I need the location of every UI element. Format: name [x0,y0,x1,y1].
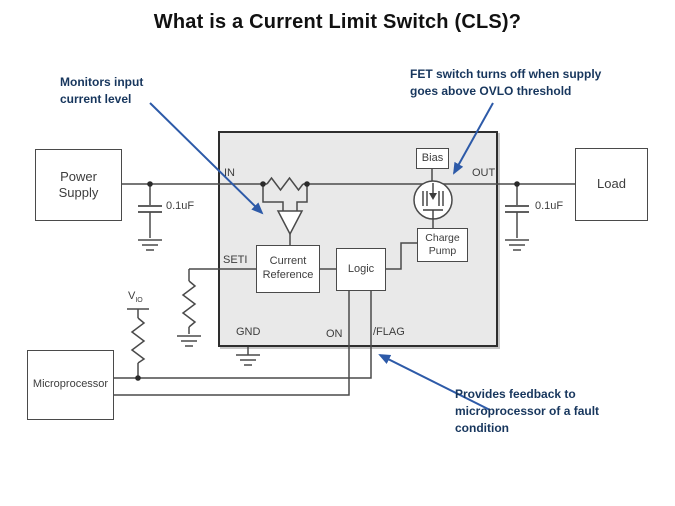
microprocessor-wires [114,291,372,396]
annotation-monitors-input: Monitors input current level [60,75,144,107]
pin-label-out: OUT [472,167,496,179]
vio-pullup-resistor [127,308,149,378]
arrow-to-fet [453,102,494,175]
ground-symbol [505,239,529,251]
callout-arrows [149,102,494,411]
seti-resistor-network [177,268,256,347]
flag-wire [114,291,372,379]
slide-title: What is a Current Limit Switch (CLS)? [153,11,522,33]
vio-base: V [128,290,136,302]
microprocessor-block: Microprocessor [27,350,114,420]
ground-symbol [177,335,201,347]
charge-pump-block: Charge Pump [417,228,468,262]
arrow-to-comparator [149,102,264,215]
pullup-resistor [130,317,146,364]
gnd-pin-ground [236,347,260,366]
on-wire [114,291,350,396]
output-capacitor-value: 0.1uF [535,200,564,212]
input-capacitor-value: 0.1uF [166,200,195,212]
sense-resistor [266,176,304,192]
arrow-to-flag [378,354,491,411]
seti-resistor [181,280,197,328]
output-capacitor [505,184,529,251]
input-capacitor [138,184,162,251]
ground-symbol [138,239,162,251]
main-power-rail [122,176,575,192]
vio-subscript: IO [135,297,143,305]
annotation-fet-switch: FET switch turns off when supply goes ab… [410,67,602,99]
pin-label-on: ON [326,328,343,340]
junction-dots [135,181,520,381]
pin-label-flag: /FLAG [373,326,405,338]
bias-block: Bias [416,148,449,169]
current-direction-arrow [429,193,437,200]
vio-rail-label: VIO [128,290,143,304]
comparator-triangle [276,210,304,236]
logic-interconnects [320,169,434,270]
pin-label-gnd: GND [236,326,261,338]
annotation-fault-feedback: Provides feedback to microprocessor of a… [455,387,600,436]
ground-symbol [236,354,260,366]
pin-label-in: IN [224,167,235,179]
pin-label-seti: SETI [223,254,248,266]
power-supply-block: Power Supply [35,149,122,221]
load-block: Load [575,148,648,221]
logic-block: Logic [336,248,386,291]
fet-switch-symbol [413,180,453,220]
comparator-network [262,184,308,245]
current-reference-block: Current Reference [256,245,320,293]
